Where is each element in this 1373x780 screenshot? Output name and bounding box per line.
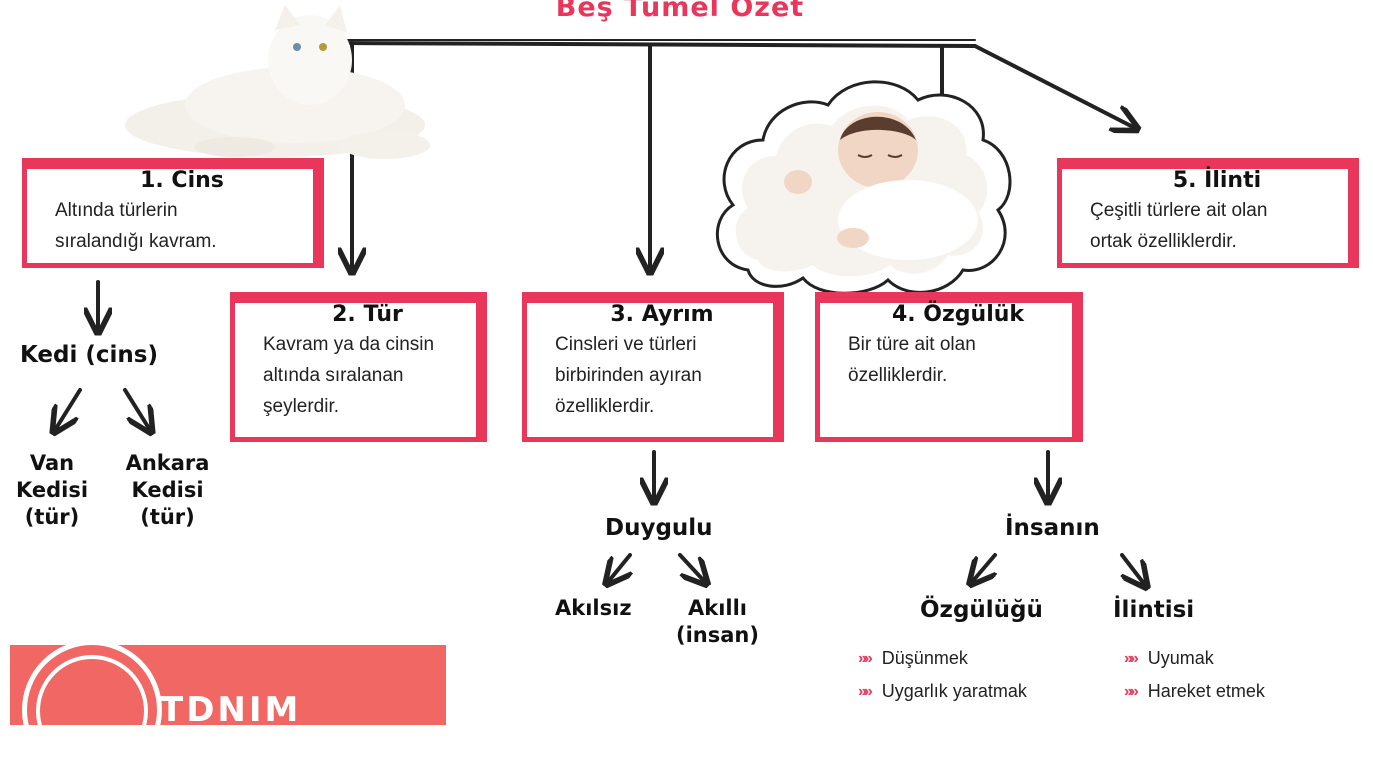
- cins-example-ankara: Ankara Kedisi (tür): [110, 450, 225, 531]
- box-cins: 1. Cins Altında türlerin sıralandığı kav…: [22, 158, 324, 268]
- ayrim-example-left: Akılsız: [555, 596, 632, 620]
- box-ayrim-title: 3. Ayrım: [610, 302, 714, 327]
- box-tur-line-3: şeylerdir.: [263, 396, 340, 417]
- box-tur-line-2: altında sıralanan: [263, 365, 404, 386]
- akilli-line-2: (insan): [676, 623, 759, 647]
- van-line-3: (tür): [24, 505, 80, 529]
- cins-example-root: Kedi (cins): [20, 342, 158, 368]
- akilli-line-1: Akıllı: [687, 596, 747, 620]
- box-tur-title: 2. Tür: [332, 302, 403, 327]
- double-chevron-icon: »»: [1124, 649, 1139, 667]
- box-tur: 2. Tür Kavram ya da cinsin altında sıral…: [230, 292, 487, 442]
- ozgu-item-1-text: Düşünmek: [881, 648, 968, 668]
- double-chevron-icon: »»: [858, 649, 873, 667]
- ilinti-item-2-text: Hareket etmek: [1147, 681, 1265, 701]
- box-tur-line-1: Kavram ya da cinsin: [263, 334, 435, 355]
- cat-photo: [125, 5, 430, 159]
- ilinti-item-1-text: Uyumak: [1147, 648, 1214, 668]
- ankara-line-3: (tür): [140, 505, 195, 529]
- box-ilinti: 5. İlinti Çeşitli türlere ait olan ortak…: [1057, 158, 1359, 268]
- box-ozgulluk: 4. Özgülük Bir türe ait olan özelliklerd…: [815, 292, 1083, 442]
- ozgu-item-2-text: Uygarlık yaratmak: [881, 681, 1027, 701]
- diagram-title: Beş Tümel Özet: [555, 0, 805, 23]
- ayrim-example-right: Akıllı (insan): [665, 595, 770, 649]
- cins-example-van: Van Kedisi (tür): [12, 450, 92, 531]
- ankara-line-2: Kedisi: [131, 478, 204, 502]
- box-ayrim: 3. Ayrım Cinsleri ve türleri birbirinden…: [522, 292, 784, 442]
- ayrim-example-root: Duygulu: [605, 515, 713, 541]
- box-ayrim-line-2: birbirinden ayıran: [555, 365, 702, 386]
- box-ilinti-line-2: ortak özelliklerdir.: [1090, 231, 1237, 252]
- box-ayrim-line-3: özelliklerdir.: [555, 396, 655, 417]
- van-line-1: Van: [29, 451, 75, 475]
- box-cins-line-1: Altında türlerin: [55, 200, 178, 221]
- ozgulluk-example-root: İnsanın: [1005, 515, 1100, 541]
- box-ilinti-line-1: Çeşitli türlere ait olan: [1090, 200, 1268, 221]
- ozgu-item-1: »» Düşünmek: [858, 648, 968, 669]
- banner-ring-inner: [36, 655, 148, 767]
- box-cins-line-2: sıralandığı kavram.: [55, 231, 217, 252]
- ilinti-item-2: »» Hareket etmek: [1124, 681, 1265, 702]
- box-ozgulluk-title: 4. Özgülük: [891, 302, 1025, 327]
- baby-photo: [716, 80, 1012, 295]
- box-ozgulluk-line-1: Bir türe ait olan: [848, 334, 976, 355]
- box-ayrim-line-1: Cinsleri ve türleri: [555, 334, 697, 355]
- double-chevron-icon: »»: [1124, 682, 1139, 700]
- ozgulluk-example-left: Özgülüğü: [920, 597, 1043, 623]
- box-cins-title: 1. Cins: [140, 168, 224, 193]
- double-chevron-icon: »»: [858, 682, 873, 700]
- van-line-2: Kedisi: [15, 478, 89, 502]
- ozgu-item-2: »» Uygarlık yaratmak: [858, 681, 1027, 702]
- banner-text: TDNIM: [160, 690, 302, 730]
- box-ilinti-title: 5. İlinti: [1172, 168, 1262, 193]
- box-ozgulluk-line-2: özelliklerdir.: [848, 365, 948, 386]
- ozgulluk-example-right: İlintisi: [1113, 597, 1195, 623]
- ankara-line-1: Ankara: [125, 451, 210, 475]
- ilinti-item-1: »» Uyumak: [1124, 648, 1214, 669]
